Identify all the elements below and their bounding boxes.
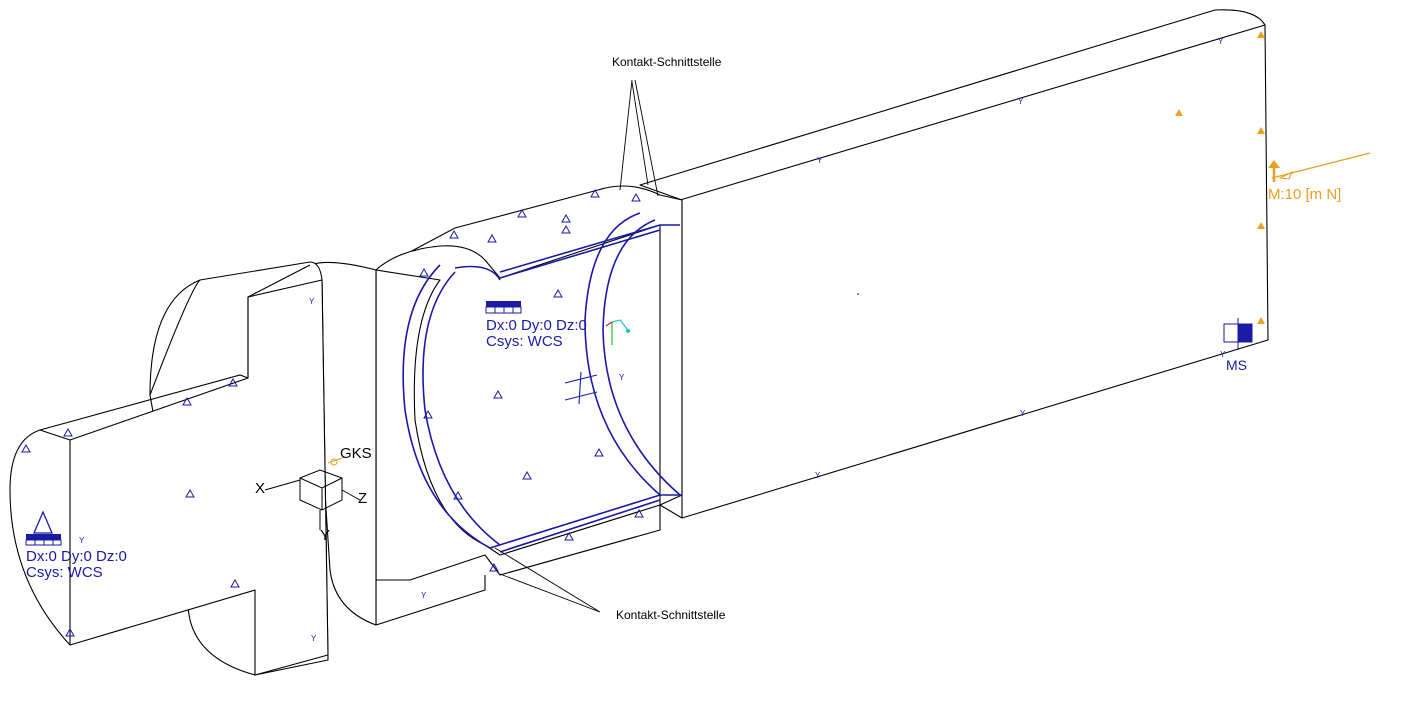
svg-text:Y: Y bbox=[311, 634, 317, 643]
global-csys-icon[interactable] bbox=[264, 456, 361, 530]
axis-z-label: Z bbox=[358, 490, 367, 507]
contact-interface-callout-top: Kontakt-Schnittstelle bbox=[612, 55, 722, 69]
svg-text:Y: Y bbox=[421, 591, 427, 600]
svg-text:Y: Y bbox=[1218, 37, 1224, 46]
left-constraint-csys: Csys: WCS bbox=[26, 564, 103, 581]
svg-text:Y: Y bbox=[1220, 350, 1226, 359]
svg-text:Y: Y bbox=[79, 536, 85, 545]
middle-sleeve-body[interactable] bbox=[375, 185, 683, 626]
svg-text:Y: Y bbox=[1020, 409, 1026, 418]
callout-leaders bbox=[494, 79, 659, 613]
global-csys-name: GKS bbox=[340, 445, 372, 462]
constraint-markers bbox=[21, 188, 644, 637]
svg-text:Y: Y bbox=[309, 297, 315, 306]
moment-load-label: M:10 [m N] bbox=[1268, 186, 1341, 203]
svg-text:Y: Y bbox=[817, 156, 823, 165]
left-flange-body[interactable] bbox=[9, 261, 377, 676]
left-constraint-dof: Dx:0 Dy:0 Dz:0 bbox=[26, 548, 127, 565]
local-csys-icon bbox=[605, 319, 630, 345]
fixed-constraint-icon[interactable] bbox=[25, 510, 62, 546]
center-point bbox=[857, 293, 859, 295]
svg-text:Y: Y bbox=[1018, 97, 1024, 106]
middle-constraint-dof: Dx:0 Dy:0 Dz:0 bbox=[486, 317, 587, 334]
axis-x-label: X bbox=[255, 480, 265, 497]
ms-marker-icon[interactable] bbox=[1223, 318, 1253, 350]
fixed-constraint-icon[interactable] bbox=[485, 301, 522, 314]
svg-text:Y: Y bbox=[815, 471, 821, 480]
load-markers bbox=[1175, 31, 1265, 324]
middle-constraint-csys: Csys: WCS bbox=[486, 333, 563, 350]
long-bar-body[interactable] bbox=[639, 9, 1269, 519]
ms-marker-label: MS bbox=[1226, 357, 1247, 373]
svg-text:Y: Y bbox=[619, 373, 625, 382]
moment-load-arrow[interactable] bbox=[1268, 152, 1371, 182]
axis-y-label: Y bbox=[320, 527, 330, 544]
node-markers: Y Y Y Y Y Y Y Y Y Y Y bbox=[79, 37, 1226, 643]
contact-interface-callout-bottom: Kontakt-Schnittstelle bbox=[616, 608, 726, 622]
